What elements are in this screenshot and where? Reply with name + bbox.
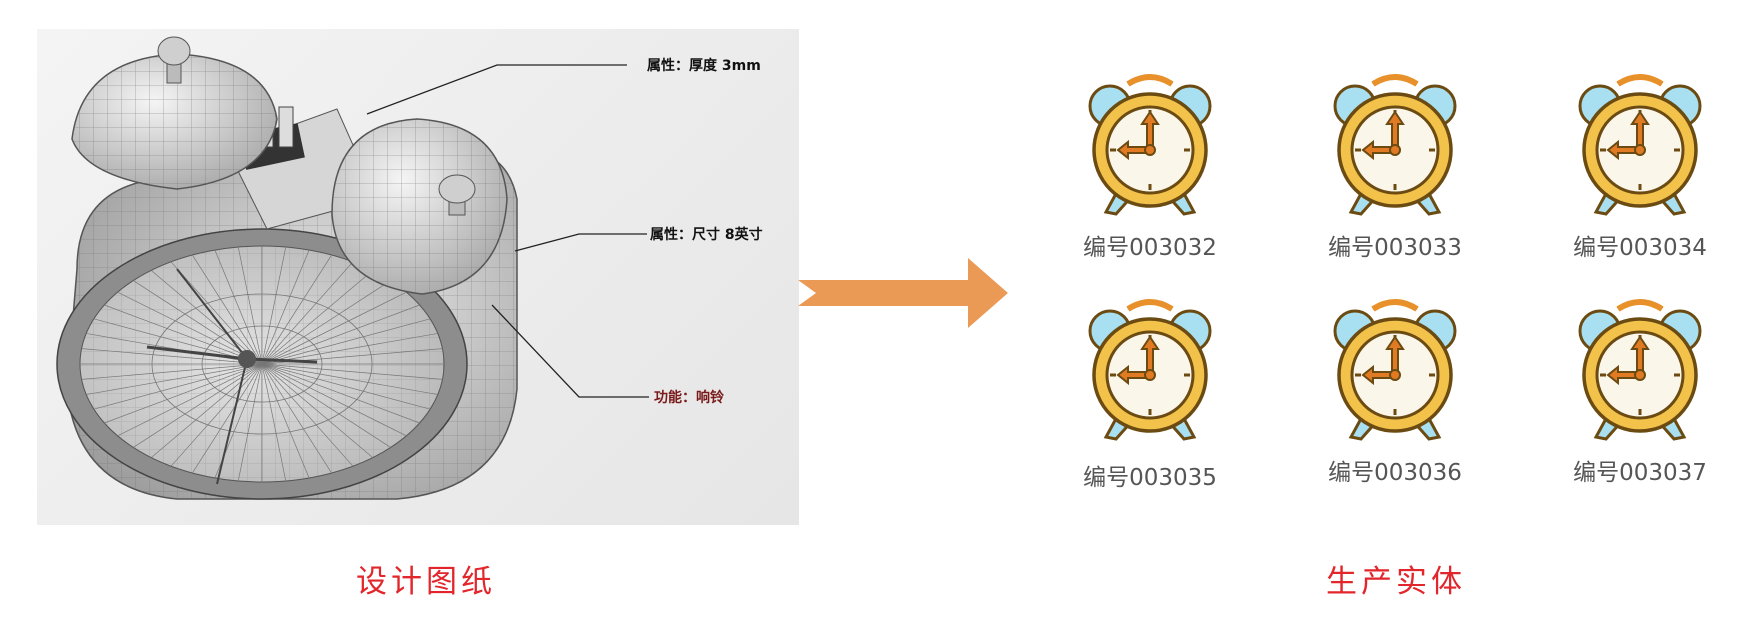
right-bell [331, 118, 508, 295]
alarm-clock-icon [1333, 299, 1457, 441]
product-label: 编号003033 [1328, 235, 1462, 261]
alarm-clock-icon [1333, 74, 1457, 216]
blueprint-caption: 设计图纸 [356, 564, 496, 600]
leader-line-function [491, 304, 649, 398]
product-item: 编号003033 [1315, 72, 1475, 272]
product-item: 编号003032 [1070, 72, 1230, 272]
alarm-clock-wireframe [56, 36, 649, 500]
products-caption: 生产实体 [1326, 564, 1466, 600]
callout-size: 属性：尺寸 8英寸 [650, 227, 763, 243]
product-label: 编号003035 [1083, 465, 1217, 491]
left-bell [71, 36, 278, 190]
callout-thickness: 属性：厚度 3mm [647, 58, 761, 74]
product-item: 编号003034 [1560, 72, 1720, 272]
leader-line-thickness [366, 64, 627, 115]
product-item: 编号003037 [1560, 297, 1720, 497]
product-item: 编号003035 [1070, 297, 1230, 497]
product-label: 编号003036 [1328, 460, 1462, 486]
product-label: 编号003034 [1573, 235, 1707, 261]
alarm-clock-icon [1088, 74, 1212, 216]
alarm-clock-icon [1088, 299, 1212, 441]
arrow-right-icon [798, 258, 1008, 328]
product-item: 编号003036 [1315, 297, 1475, 497]
product-label: 编号003037 [1573, 460, 1707, 486]
product-label: 编号003032 [1083, 235, 1217, 261]
callout-function: 功能：响铃 [654, 390, 724, 406]
leader-line-size [514, 233, 647, 252]
blueprint-panel: 属性：厚度 3mm 属性：尺寸 8英寸 功能：响铃 [37, 29, 799, 525]
clock-face [56, 228, 468, 500]
alarm-clock-icon [1578, 74, 1702, 216]
alarm-clock-icon [1578, 299, 1702, 441]
